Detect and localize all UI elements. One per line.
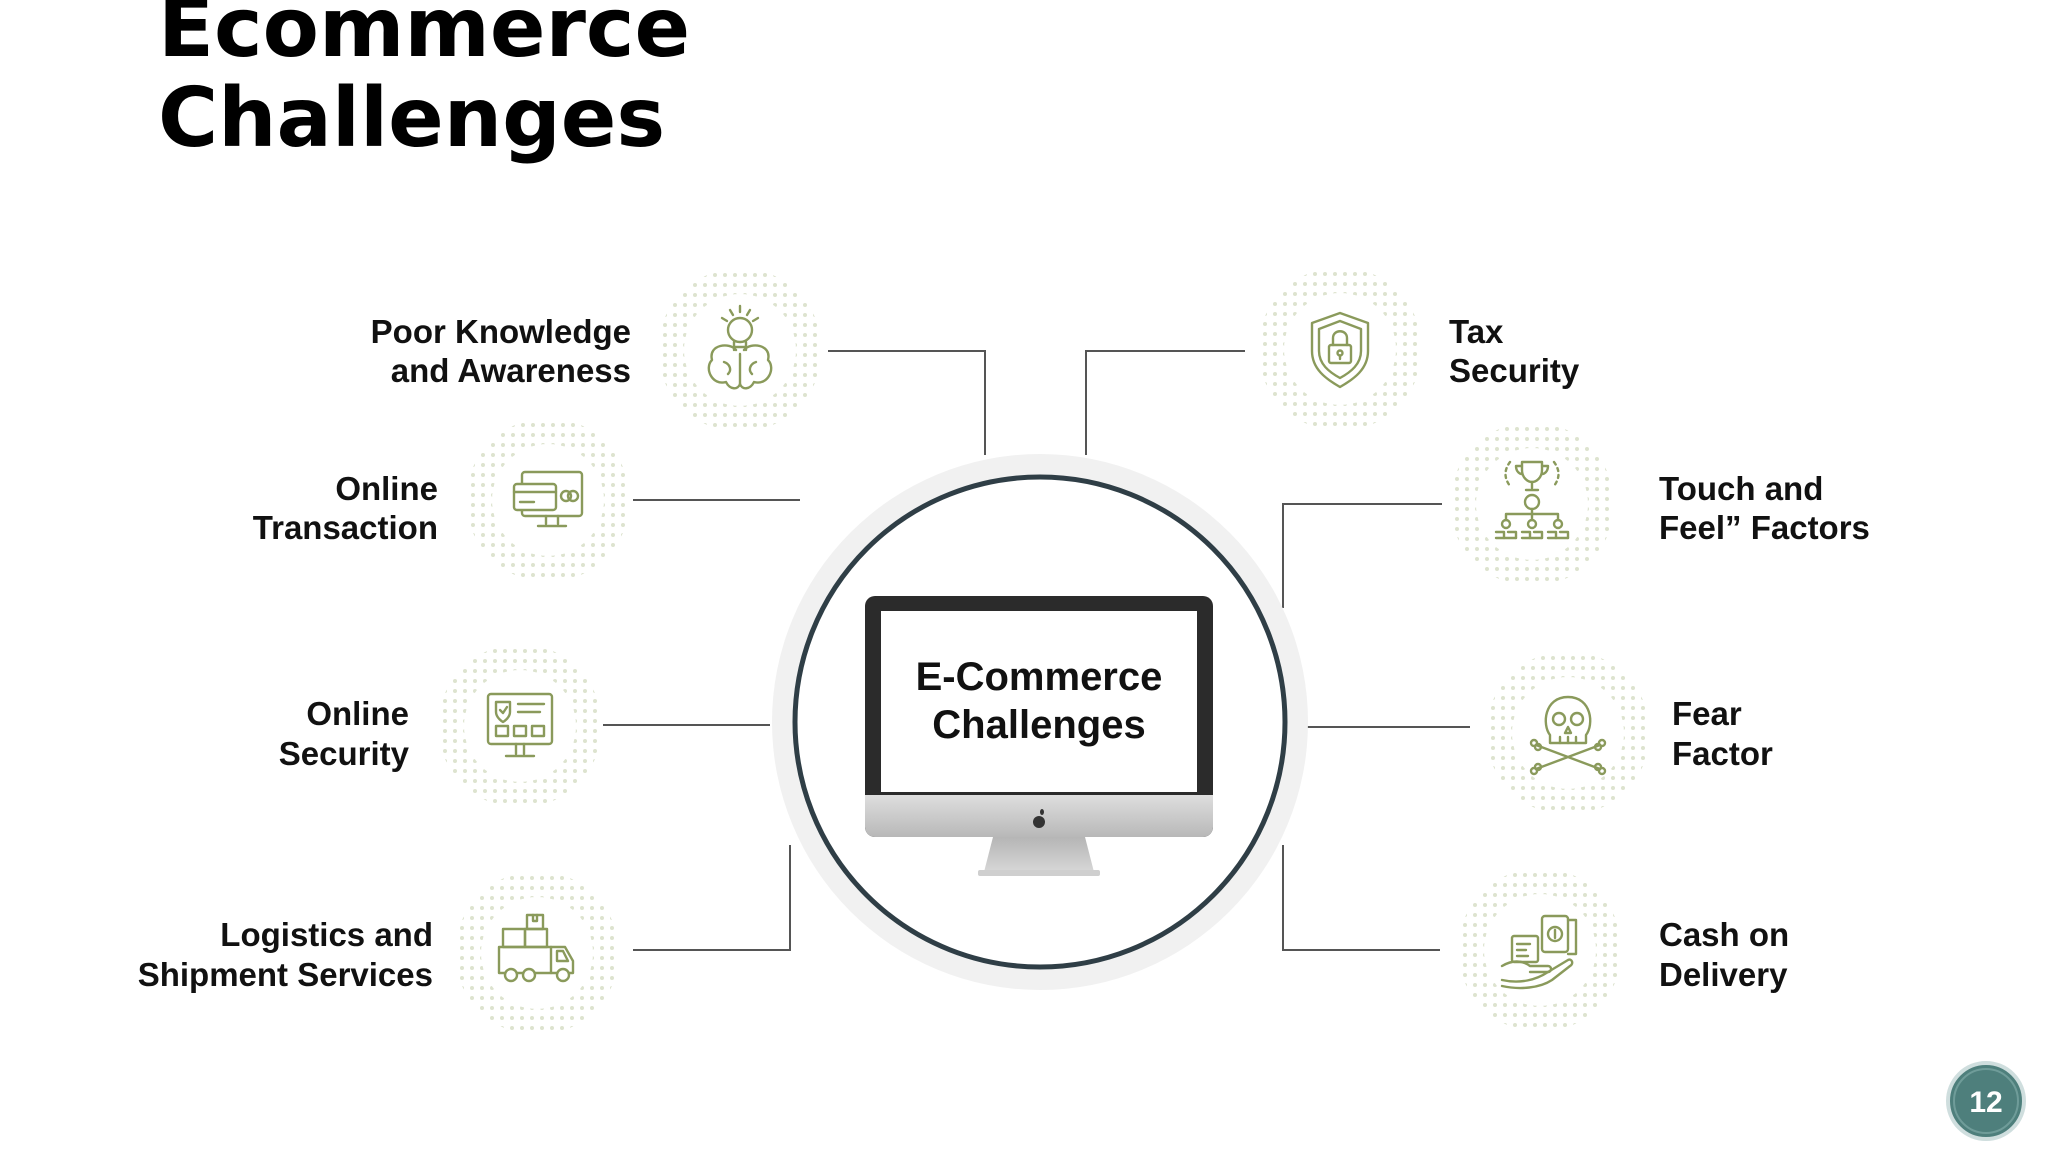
- label-fear-line-2: Factor: [1672, 735, 1773, 772]
- connector-logistics: [633, 845, 791, 951]
- page-number-badge: 12: [1946, 1061, 2026, 1141]
- slide-title: Ecommerce Challenges: [158, 0, 690, 164]
- delivery-truck-icon: [497, 913, 575, 983]
- brain-bulb-icon: [707, 304, 773, 390]
- item-logistics: [455, 871, 619, 1035]
- page-number: 12: [1969, 1086, 2002, 1119]
- label-touch-line-2: Feel” Factors: [1659, 509, 1870, 546]
- label-fear-line-1: Fear: [1672, 695, 1742, 732]
- label-transaction-line-1: Online: [335, 470, 438, 507]
- item-tax-security: [1258, 267, 1422, 431]
- labels: Poor Knowledge and Awareness Online Tran…: [138, 313, 1870, 993]
- shield-lock-icon: [1310, 311, 1370, 389]
- item-poor-knowledge: [658, 268, 822, 432]
- label-online-security-line-2: Security: [279, 735, 410, 772]
- label-transaction-line-2: Transaction: [253, 509, 438, 546]
- card-monitor-icon: [512, 470, 584, 528]
- connector-touch: [1282, 503, 1442, 608]
- center-label-line-1: E-Commerce: [916, 655, 1163, 699]
- item-touch-feel: [1450, 422, 1614, 586]
- title-line-2: Challenges: [158, 71, 666, 166]
- label-knowledge-line-1: Poor Knowledge: [371, 313, 631, 350]
- connector-knowledge: [828, 350, 986, 455]
- connector-cod: [1282, 845, 1440, 951]
- item-online-transaction: [466, 418, 630, 582]
- label-logistics-line-1: Logistics and: [220, 916, 433, 953]
- skull-crossbones-icon: [1529, 695, 1607, 776]
- label-cod-line-2: Delivery: [1659, 956, 1788, 993]
- monitor: E-Commerce Challenges: [865, 596, 1213, 876]
- connector-tax: [1085, 350, 1245, 455]
- item-cash-on-delivery: [1458, 868, 1622, 1032]
- label-cod-line-1: Cash on: [1659, 916, 1789, 953]
- connector-lines: [603, 350, 1470, 951]
- center-hub: E-Commerce Challenges: [772, 454, 1308, 990]
- item-fear-factor: [1486, 651, 1650, 815]
- label-logistics-line-2: Shipment Services: [138, 956, 433, 993]
- shield-checklist-monitor-icon: [486, 692, 554, 758]
- label-tax-line-2: Security: [1449, 352, 1580, 389]
- trophy-hierarchy-icon: [1494, 460, 1570, 540]
- item-online-security: [438, 644, 602, 808]
- label-tax-line-1: Tax: [1449, 313, 1504, 350]
- label-online-security-line-1: Online: [306, 695, 409, 732]
- label-touch-line-1: Touch and: [1659, 470, 1823, 507]
- cash-hand-icon: [1500, 914, 1578, 990]
- title-line-1: Ecommerce: [158, 0, 691, 76]
- label-knowledge-line-2: and Awareness: [391, 352, 631, 389]
- center-label-line-2: Challenges: [932, 703, 1145, 747]
- apple-logo-icon: [1033, 809, 1045, 828]
